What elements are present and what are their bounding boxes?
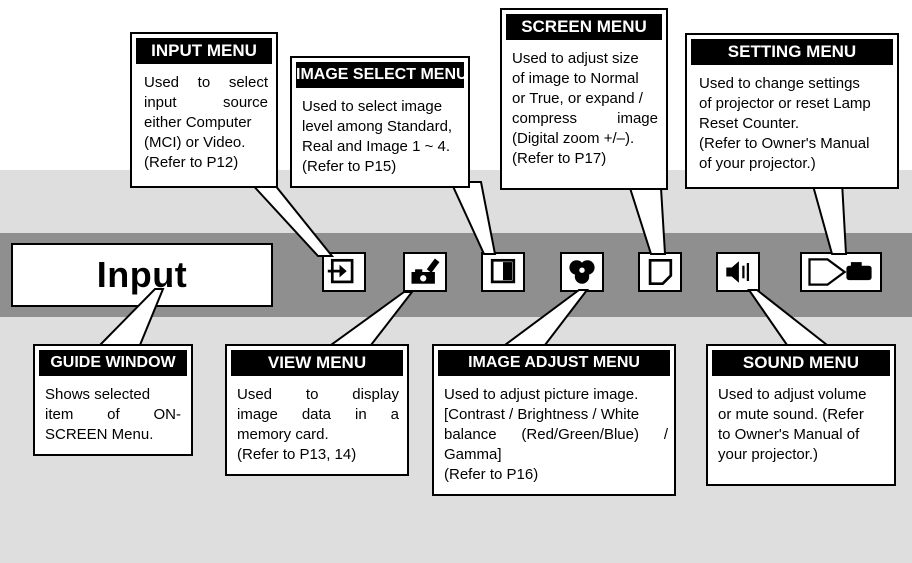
image-select-menu-callout: IMAGE SELECT MENU Used to select image l… [290, 56, 470, 188]
guide-window-callout: GUIDE WINDOW Shows selected item of ON- … [33, 344, 193, 456]
image-select-menu-description: Used to select image level among Standar… [302, 98, 453, 175]
image-adjust-menu-icon[interactable] [560, 252, 604, 292]
view-menu-description: Used to display image data in a memory c… [237, 386, 399, 463]
input-menu-callout: INPUT MENU Used to select input source e… [130, 32, 278, 188]
image-adjust-menu-description: Used to adjust picture image. [Contrast … [444, 386, 668, 483]
screen-menu-description: Used to adjust size of image to Normal o… [512, 50, 658, 167]
setting-menu-title: SETTING MENU [691, 39, 893, 65]
input-menu-icon[interactable] [322, 252, 366, 292]
guide-window-title: GUIDE WINDOW [39, 350, 187, 376]
screen-menu-title: SCREEN MENU [506, 14, 662, 40]
setting-menu-callout: SETTING MENU Used to change settings of … [685, 33, 899, 189]
screen-menu-icon[interactable] [481, 252, 525, 292]
sound-menu-title: SOUND MENU [712, 350, 890, 376]
image-select-menu-title: IMAGE SELECT MENU [296, 62, 468, 88]
input-menu-title: INPUT MENU [136, 38, 272, 64]
view-menu-callout: VIEW MENU Used to display image data in … [225, 344, 409, 476]
setting-menu-icon[interactable] [800, 252, 882, 292]
guide-window-description: Shows selected item of ON- SCREEN Menu. [45, 386, 181, 443]
image-adjust-menu-callout: IMAGE ADJUST MENU Used to adjust picture… [432, 344, 676, 496]
view-menu-title: VIEW MENU [231, 350, 403, 376]
guide-window: Input [11, 243, 273, 307]
screen-menu-callout: SCREEN MENU Used to adjust size of image… [500, 8, 668, 190]
input-menu-description: Used to select input source either Compu… [144, 74, 268, 171]
setting-menu-description: Used to change settings of projector or … [699, 75, 871, 172]
sound-menu-callout: SOUND MENU Used to adjust volume or mute… [706, 344, 896, 486]
guide-window-text: Input [96, 254, 188, 295]
view-menu-icon[interactable] [403, 252, 447, 292]
image-adjust-menu-title: IMAGE ADJUST MENU [438, 350, 670, 376]
sound-menu-icon[interactable] [716, 252, 760, 292]
image-select-menu-icon[interactable] [638, 252, 682, 292]
sound-menu-description: Used to adjust volume or mute sound. (Re… [718, 386, 867, 463]
